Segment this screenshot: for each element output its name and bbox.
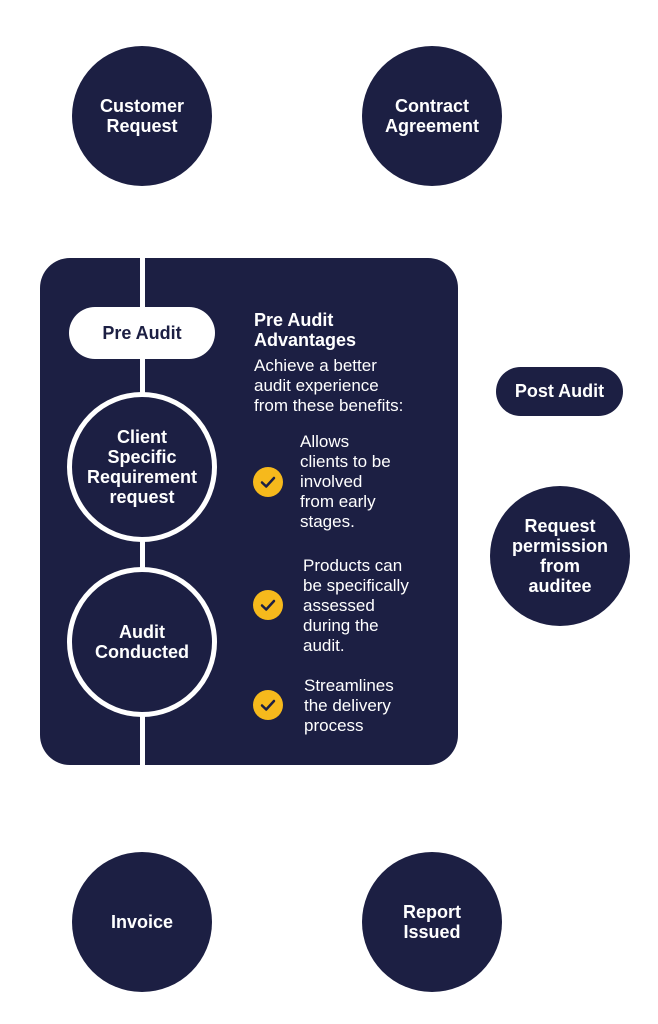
benefit-line: Allows [300, 432, 350, 451]
advantages-title-line: Advantages [254, 330, 357, 350]
node-audit-conducted: Audit Conducted [67, 567, 217, 717]
pre-audit-label: Pre Audit [102, 322, 182, 343]
node-label: Issued [403, 922, 461, 942]
post-audit-label: Post Audit [514, 381, 605, 401]
benefit-line: involved [300, 472, 363, 491]
benefit-line: be specifically [303, 576, 409, 595]
benefit-line: clients to be [300, 452, 391, 471]
check-icon [253, 690, 283, 720]
node-label: Client [116, 427, 167, 447]
node-label: Request [524, 516, 596, 536]
node-label: Request [106, 116, 178, 136]
benefit-line: Streamlines [304, 676, 394, 695]
benefit-line: during the [303, 616, 379, 635]
node-label: Conducted [95, 642, 189, 662]
node-label: from [540, 556, 580, 576]
benefit-item: Streamlines the delivery process [304, 676, 444, 736]
pre-audit-pill: Pre Audit [69, 307, 215, 359]
node-label: Report [403, 902, 461, 922]
node-client-specific-requirement: Client Specific Requirement request [67, 392, 217, 542]
benefit-line: the delivery [304, 696, 391, 715]
node-contract-agreement: Contract Agreement [362, 46, 502, 186]
benefit-item: Allows clients to be involved from early… [300, 432, 440, 532]
node-customer-request: Customer Request [72, 46, 212, 186]
node-label: Invoice [110, 912, 174, 932]
node-label: auditee [528, 576, 592, 596]
advantages-title: Pre Audit Advantages [254, 310, 444, 350]
node-label: Requirement [86, 467, 198, 487]
benefit-line: audit. [303, 636, 345, 655]
node-label: Audit [119, 622, 165, 642]
check-icon [253, 590, 283, 620]
node-request-permission: Request permission from auditee [490, 486, 630, 626]
node-invoice: Invoice [72, 852, 212, 992]
node-label: permission [511, 536, 609, 556]
benefit-line: process [304, 716, 364, 735]
advantages-subtitle: Achieve a better audit experience from t… [254, 356, 454, 416]
benefit-line: Products can [303, 556, 403, 575]
benefit-line: stages. [300, 512, 355, 531]
node-label: Customer [99, 96, 184, 116]
node-report-issued: Report Issued [362, 852, 502, 992]
check-icon [253, 467, 283, 497]
benefit-line: from early [300, 492, 376, 511]
benefit-item: Products can be specifically assessed du… [303, 556, 443, 656]
node-label: Contract [394, 96, 469, 116]
advantages-title-line: Pre Audit [254, 310, 334, 330]
node-label: Specific [107, 447, 177, 467]
advantages-subtitle-line: audit experience [254, 376, 379, 395]
advantages-subtitle-line: from these benefits: [254, 396, 404, 415]
node-label: request [109, 487, 175, 507]
post-audit-pill: Post Audit [496, 367, 623, 416]
node-label: Agreement [384, 116, 480, 136]
advantages-subtitle-line: Achieve a better [254, 356, 377, 375]
benefit-line: assessed [303, 596, 375, 615]
